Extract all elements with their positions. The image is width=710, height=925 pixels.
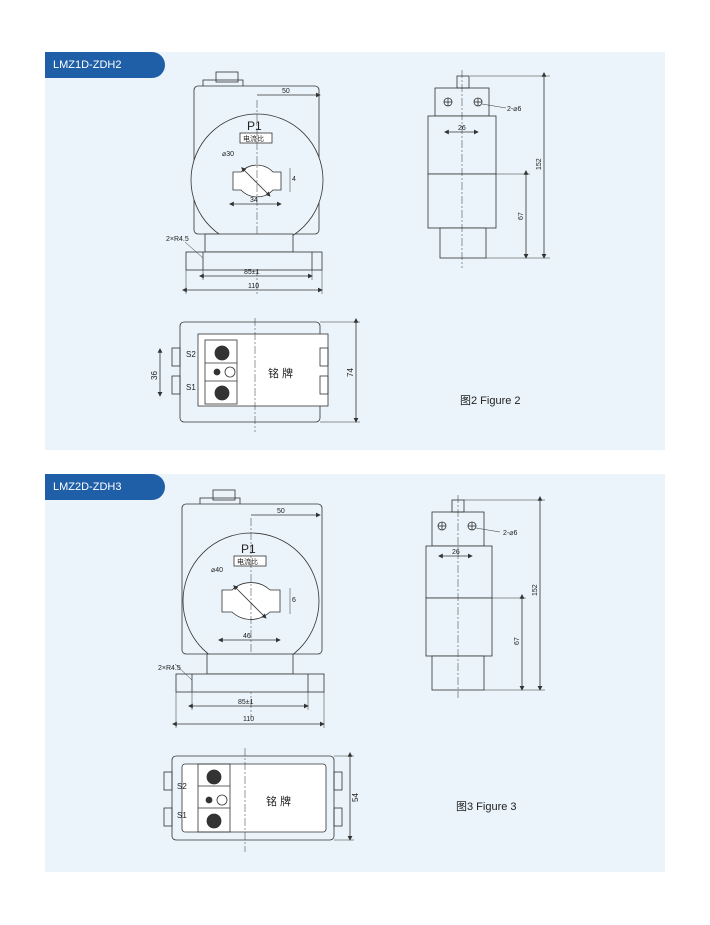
front-view-2-labels: 50 P1 电流比 ⌀40 6 46 2×R4.5 85±1 110 [158, 508, 296, 723]
p1-label: P1 [247, 119, 262, 133]
slot-label: 4 [292, 176, 296, 183]
front-view-1-labels: 50 P1 电流比 ⌀30 4 34 2×R4.5 85±1 110 [166, 88, 296, 290]
side-view-1 [427, 70, 550, 268]
radius-label: 2×R4.5 [158, 665, 181, 672]
hole-spacing-label: 85±1 [244, 269, 260, 276]
front-view-1 [182, 71, 324, 295]
s2-label: S2 [177, 782, 187, 791]
top-dim-label: 50 [277, 508, 285, 515]
lower-height-label: 67 [514, 637, 521, 645]
s1-label: S1 [177, 811, 187, 820]
top-dim-label: 50 [282, 88, 290, 95]
holes-label: 2-⌀6 [503, 530, 517, 537]
s2-label: S2 [186, 350, 196, 359]
figure-3-panel [45, 474, 665, 872]
slot-width-label: 46 [243, 633, 251, 640]
figure-3-caption: 图3 Figure 3 [456, 801, 517, 813]
bore-label: ⌀30 [222, 151, 234, 158]
side-view-2-labels: 2-⌀6 26 152 67 [452, 530, 539, 645]
hole-dim-label: 26 [452, 549, 460, 556]
base-width-label: 110 [248, 283, 259, 290]
nameplate-label: 铭 牌 [268, 366, 293, 380]
bottom-view-1 [157, 318, 360, 432]
term-spacing-label: 36 [150, 371, 159, 380]
depth-label: 74 [346, 368, 355, 377]
hole-spacing-label: 85±1 [238, 699, 254, 706]
figure-2-caption: 图2 Figure 2 [460, 395, 521, 407]
side-view-1-labels: 2-⌀6 26 152 67 [458, 106, 543, 220]
ratio-label: 电流比 [243, 134, 264, 143]
depth-label: 54 [351, 793, 360, 802]
lower-height-label: 67 [518, 212, 525, 220]
slot-width-label: 34 [250, 197, 258, 204]
bottom-view-2 [163, 748, 354, 852]
hole-dim-label: 26 [458, 125, 466, 132]
radius-label: 2×R4.5 [166, 236, 189, 243]
bottom-view-2-labels: S2 S1 铭 牌 54 [177, 782, 360, 820]
holes-label: 2-⌀6 [507, 106, 521, 113]
base-width-label: 110 [243, 716, 254, 723]
bottom-view-1-labels: S2 S1 铭 牌 36 74 [150, 350, 355, 392]
bore-label: ⌀40 [211, 567, 223, 574]
slot-label: 6 [292, 597, 296, 604]
model-tab-1: LMZ1D-ZDH2 [45, 52, 165, 78]
model-tab-2: LMZ2D-ZDH3 [45, 474, 165, 500]
ratio-label: 电流比 [237, 557, 258, 566]
s1-label: S1 [186, 383, 196, 392]
front-view-2 [172, 489, 325, 728]
height-label: 152 [536, 158, 543, 170]
p1-label: P1 [241, 542, 256, 556]
height-label: 152 [532, 584, 539, 596]
side-view-2 [425, 495, 545, 698]
nameplate-label: 铭 牌 [266, 794, 291, 808]
